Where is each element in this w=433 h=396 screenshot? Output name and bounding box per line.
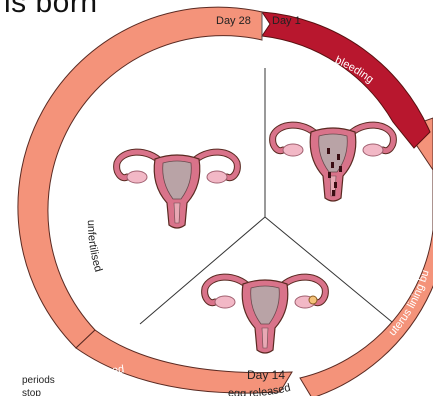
- day14-label: Day 14: [247, 368, 285, 382]
- uterus-day14-illustration: [205, 277, 326, 353]
- stop-label: stop: [22, 388, 41, 396]
- day1-label: Day 1: [272, 15, 301, 27]
- periods-label: periods: [22, 375, 55, 386]
- unfertilised-label: unfertilised: [85, 220, 104, 274]
- uterus-day1-illustration: [273, 125, 394, 201]
- day28-label: Day 28: [216, 15, 251, 27]
- uterus-day28-illustration: [117, 152, 238, 228]
- fertilised-label: fertilised: [83, 363, 125, 381]
